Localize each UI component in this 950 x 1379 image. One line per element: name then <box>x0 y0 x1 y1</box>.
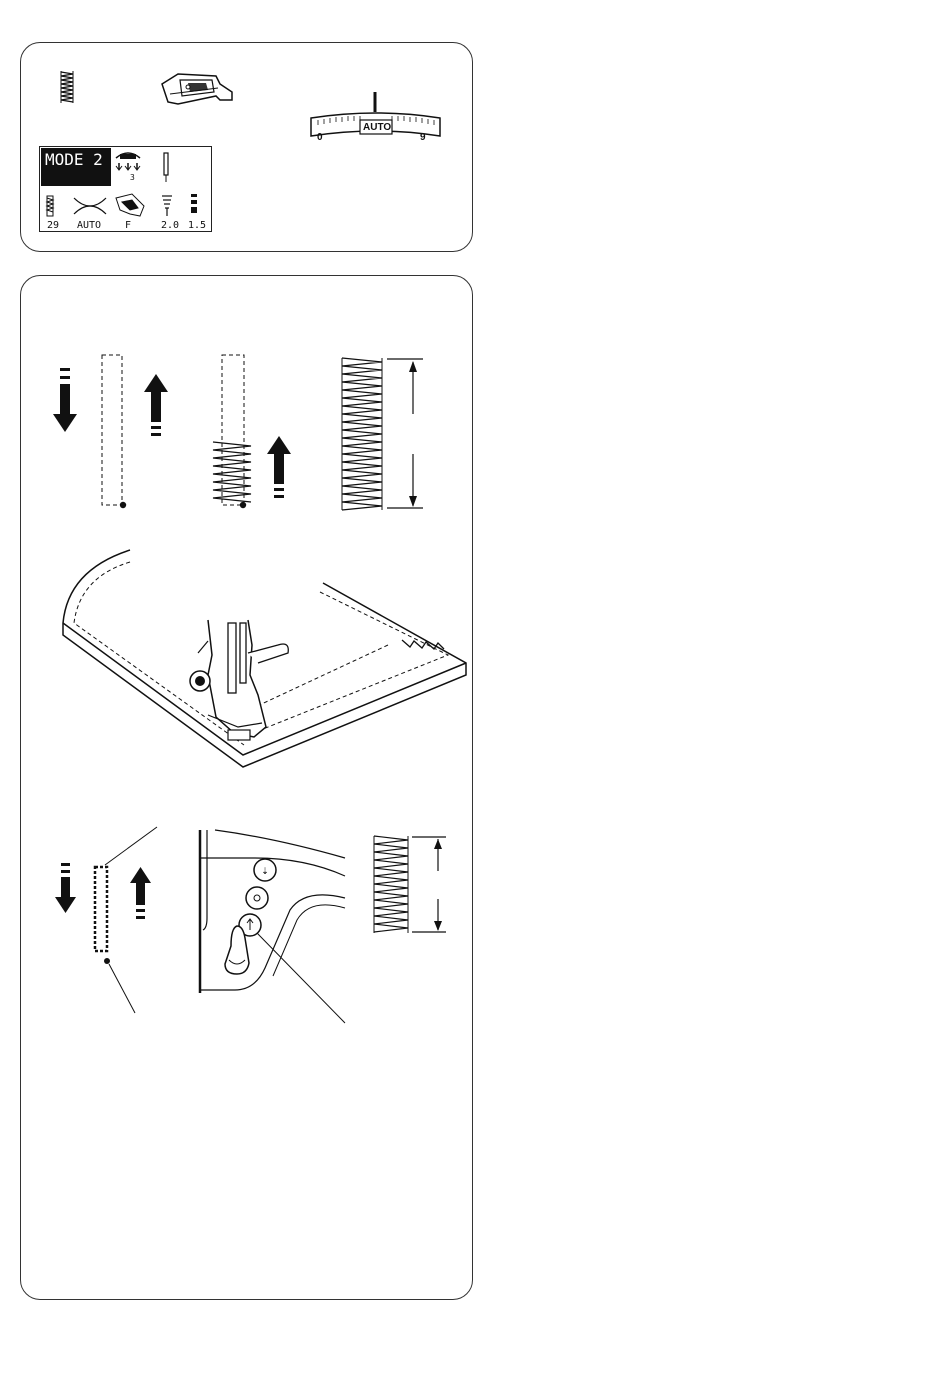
step3-diagram <box>335 350 445 515</box>
foot-icon <box>116 194 144 216</box>
arrow-up-icon <box>130 867 151 919</box>
lcd-width-value: 2.0 <box>161 221 179 231</box>
length-icon <box>191 194 197 213</box>
dial-min-label: 0 <box>317 133 323 143</box>
darning-stitch-icon <box>58 70 78 106</box>
machine-head-illustration: ⇣ <box>195 828 355 1028</box>
step5-diagram <box>370 833 450 939</box>
sewing-illustration <box>58 545 468 770</box>
step4-diagram <box>55 825 165 1025</box>
arrow-down-icon <box>53 368 77 432</box>
lcd-foot-value: F <box>125 221 131 231</box>
arrow-up-icon <box>144 374 168 436</box>
lcd-pressure-value: 3 <box>130 173 135 183</box>
pressure-icon <box>116 153 140 170</box>
width-icon <box>162 196 172 216</box>
lcd-tension-value: AUTO <box>77 221 101 231</box>
lcd-icons <box>110 148 210 220</box>
lcd-pattern-number: 29 <box>47 221 59 231</box>
satin-foot-f-icon <box>158 70 238 112</box>
arrow-up-icon <box>267 436 291 498</box>
svg-text:⇣: ⇣ <box>261 867 269 877</box>
needle-icon <box>164 153 168 182</box>
lcd-length-value: 1.5 <box>188 221 206 231</box>
step1-diagram <box>50 350 180 515</box>
arrow-down-icon <box>55 863 76 913</box>
step2-diagram <box>205 350 305 515</box>
tension-dial <box>308 90 448 150</box>
lcd-mode: MODE 2 <box>41 148 111 186</box>
dial-auto-label: AUTO <box>363 123 391 133</box>
dial-max-label: 9 <box>420 133 426 143</box>
